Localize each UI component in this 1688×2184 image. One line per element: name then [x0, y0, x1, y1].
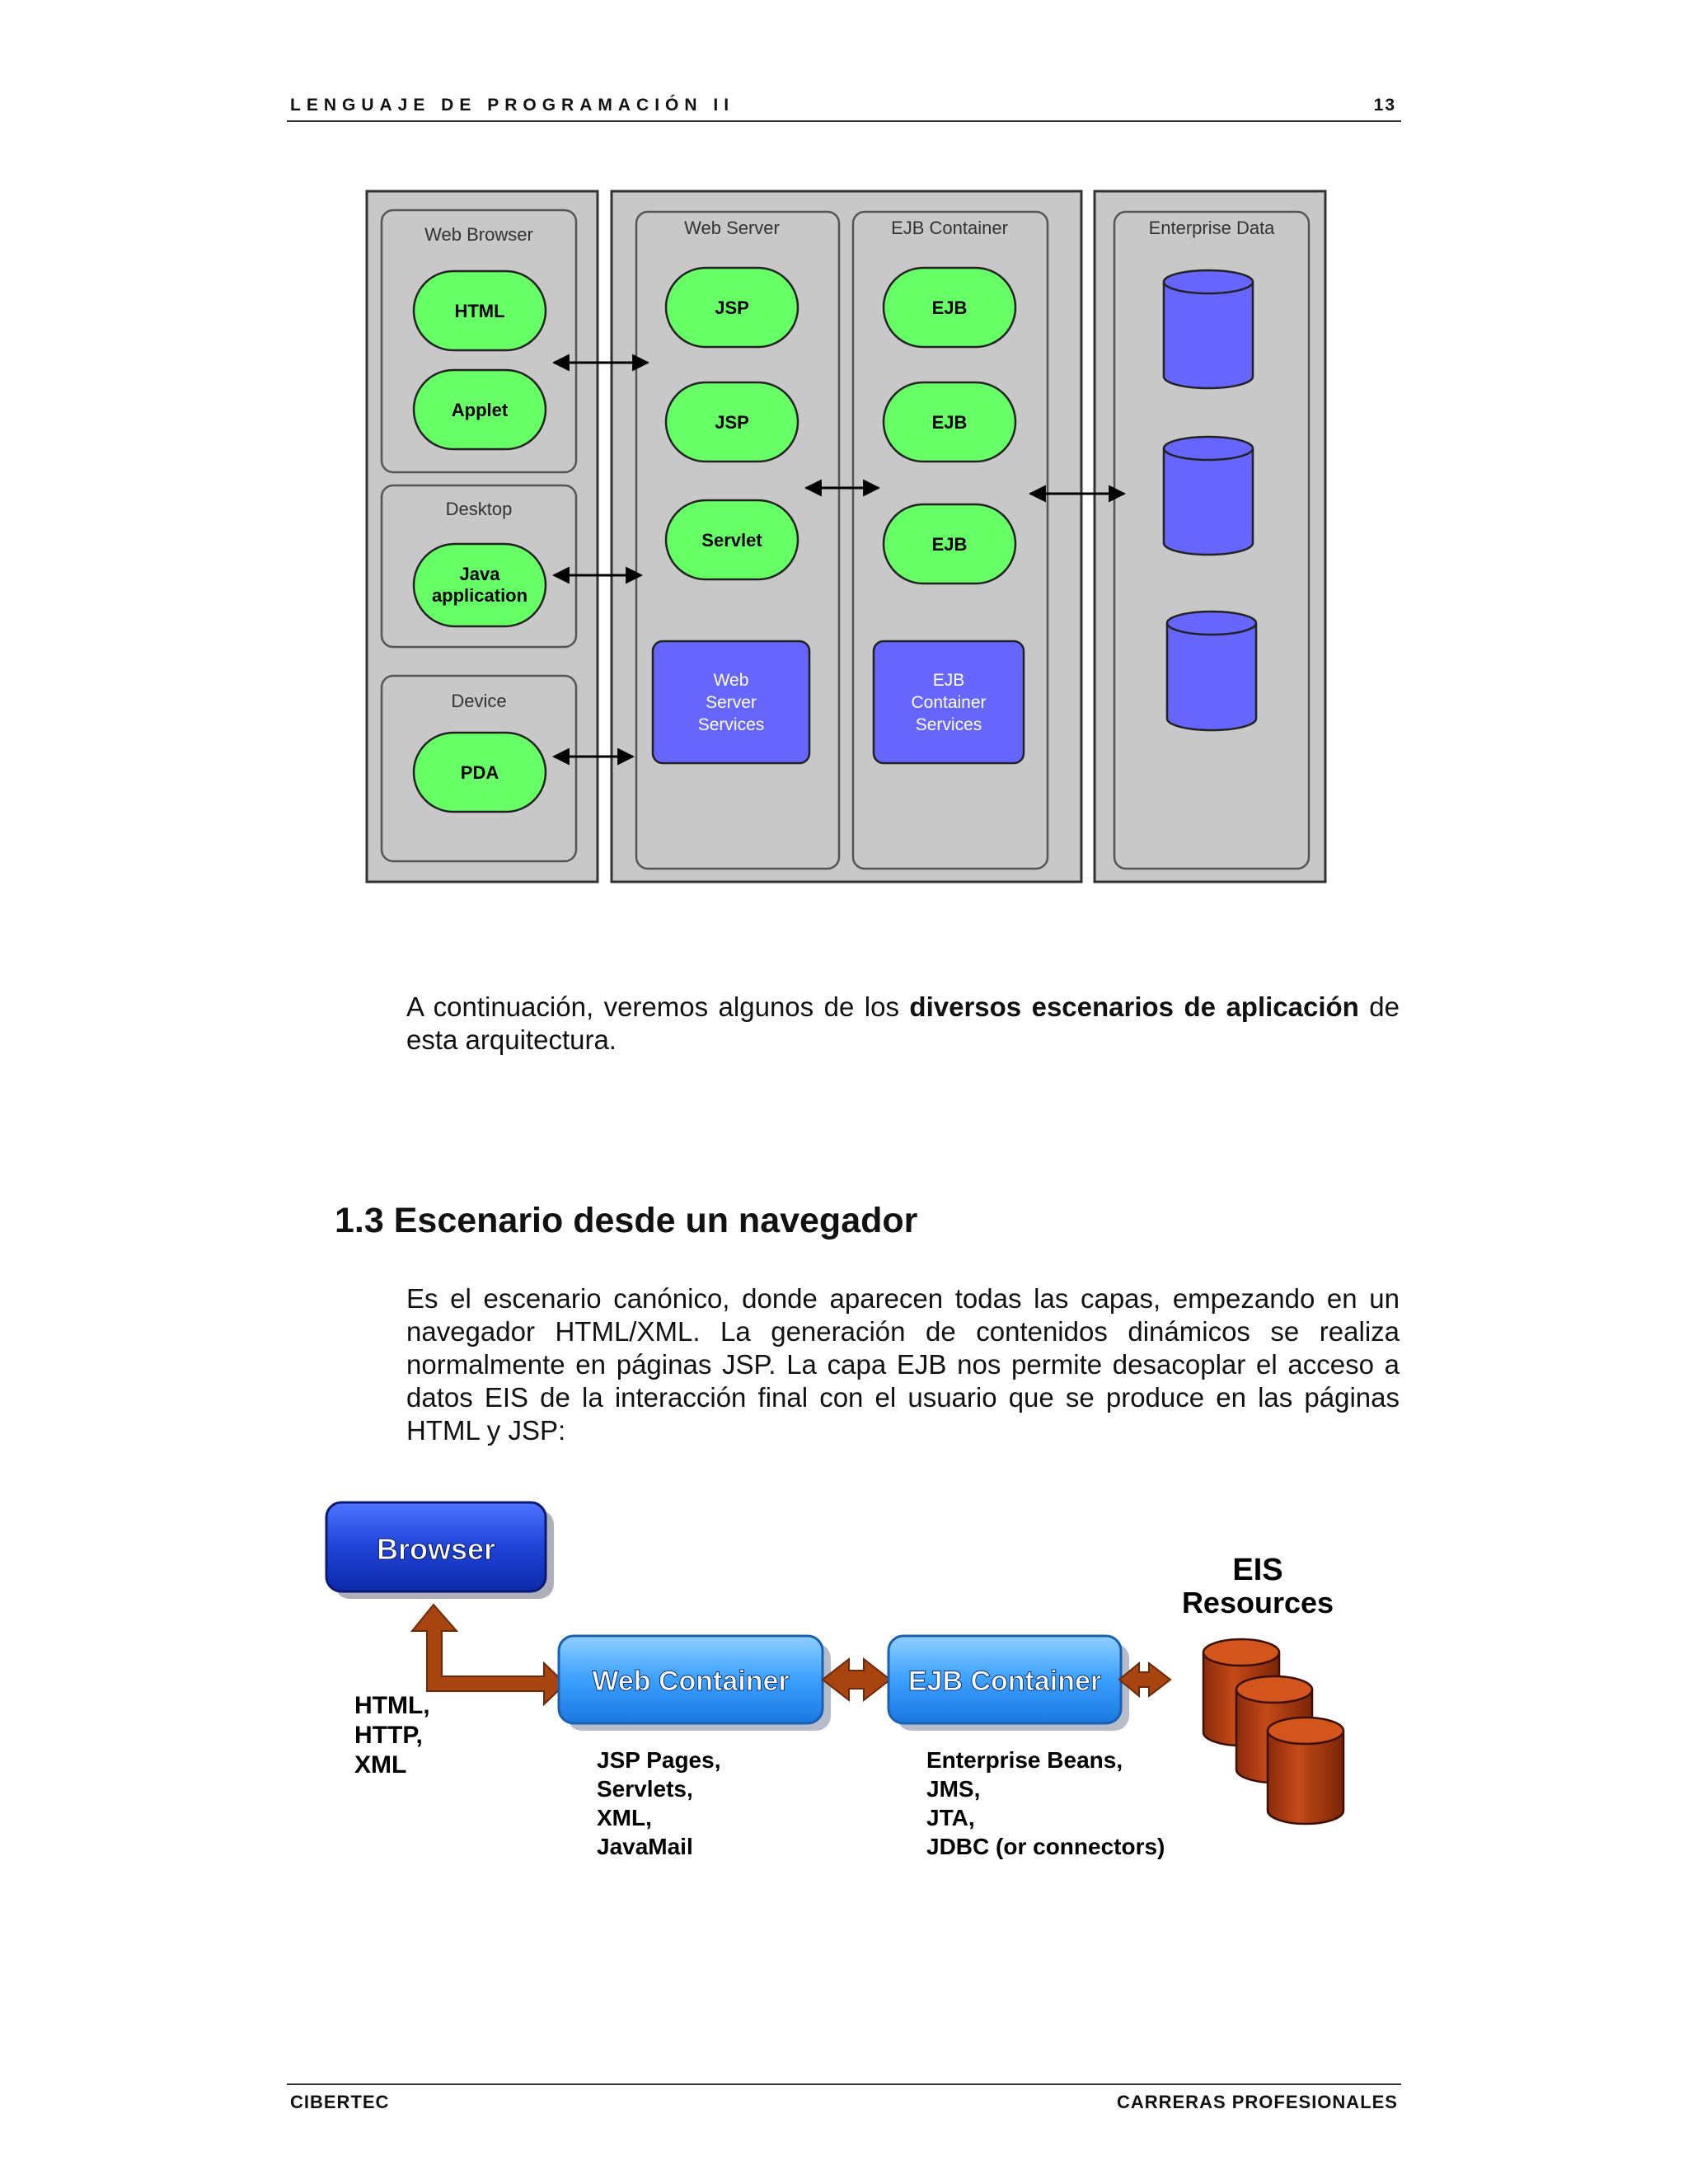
- svg-text:Java: Java: [460, 564, 501, 584]
- eis-label: EIS: [1232, 1553, 1282, 1587]
- arrow-web-ejb: [821, 1657, 892, 1703]
- web-server-services: Web Server Services: [651, 640, 811, 765]
- arrow-ejb-eis: [1118, 1661, 1172, 1699]
- svg-text:PDA: PDA: [461, 762, 499, 783]
- database-icon: [1162, 269, 1254, 390]
- svg-text:Applet: Applet: [452, 400, 509, 420]
- section-paragraph: Es el escenario canónico, donde aparecen…: [406, 1283, 1400, 1446]
- footer-rule: [287, 2083, 1401, 2085]
- ejb-container-node: EJB Container: [887, 1634, 1129, 1731]
- web-container-node: Web Container: [557, 1634, 831, 1731]
- database-icon: [1266, 1716, 1345, 1825]
- intro-emphasis: diversos escenarios de aplicación: [909, 991, 1359, 1022]
- svg-text:application: application: [432, 585, 528, 606]
- svg-text:Browser: Browser: [377, 1532, 495, 1566]
- protocol-http: HTTP,: [354, 1722, 423, 1749]
- svg-text:Servlet: Servlet: [701, 530, 762, 551]
- j2ee-architecture-diagram: Web Browser Desktop Device Web Server EJ…: [365, 190, 1327, 883]
- arrow-browser-web: [410, 1603, 567, 1707]
- database-icon: [1165, 610, 1258, 732]
- svg-text:Web: Web: [714, 671, 749, 690]
- ejb-item-jdbc: JDBC (or connectors): [926, 1834, 1165, 1859]
- component-servlet: Servlet: [664, 499, 799, 581]
- component-ejb-3: EJB: [882, 503, 1017, 585]
- running-header-title: LENGUAJE DE PROGRAMACIÓN II: [290, 96, 735, 115]
- web-server-title: Web Server: [684, 218, 780, 238]
- web-item-servlets: Servlets,: [597, 1776, 693, 1802]
- ejb-item-jms: JMS,: [926, 1776, 980, 1802]
- eis-resources-label: Resources: [1182, 1586, 1334, 1619]
- enterprise-data-title: Enterprise Data: [1149, 218, 1276, 238]
- component-ejb-1: EJB: [882, 266, 1017, 349]
- ejb-container-services: EJB Container Services: [872, 640, 1025, 765]
- svg-text:Web Container: Web Container: [592, 1666, 789, 1697]
- browser-node: Browser: [325, 1501, 554, 1599]
- intro-paragraph: A continuación, veremos algunos de los d…: [406, 991, 1400, 1057]
- svg-text:EJB Container: EJB Container: [908, 1666, 1101, 1697]
- section-heading: 1.3 Escenario desde un navegador: [335, 1201, 918, 1240]
- svg-text:EJB: EJB: [932, 298, 968, 318]
- footer-program: CARRERAS PROFESIONALES: [1116, 2092, 1398, 2112]
- svg-text:JSP: JSP: [715, 298, 749, 318]
- svg-text:HTML: HTML: [454, 301, 504, 321]
- svg-text:Container: Container: [911, 693, 986, 712]
- footer-institution: CIBERTEC: [290, 2092, 390, 2112]
- web-browser-title: Web Browser: [424, 224, 533, 245]
- svg-text:JSP: JSP: [715, 412, 749, 433]
- ejb-container-title: EJB Container: [891, 218, 1008, 238]
- svg-text:Services: Services: [916, 715, 982, 734]
- web-item-xml: XML,: [597, 1805, 652, 1830]
- intro-text: A continuación, veremos algunos de los: [406, 991, 910, 1022]
- web-item-jsp: JSP Pages,: [597, 1747, 720, 1773]
- protocol-xml: XML: [354, 1751, 406, 1779]
- component-jsp-2: JSP: [664, 381, 799, 463]
- ejb-item-jta: JTA,: [926, 1805, 975, 1830]
- component-applet: Applet: [412, 368, 547, 451]
- component-java-application: Java application: [412, 542, 547, 628]
- svg-text:EJB: EJB: [933, 671, 965, 690]
- intro-text-end: de esta arquitectura.: [406, 991, 1400, 1055]
- database-icon: [1162, 435, 1254, 556]
- component-ejb-2: EJB: [882, 381, 1017, 463]
- svg-text:Server: Server: [706, 693, 757, 712]
- component-html: HTML: [412, 269, 547, 352]
- svg-text:Services: Services: [698, 715, 765, 734]
- web-item-javamail: JavaMail: [597, 1834, 693, 1859]
- ejb-item-beans: Enterprise Beans,: [926, 1747, 1123, 1773]
- component-pda: PDA: [412, 731, 547, 813]
- desktop-title: Desktop: [446, 499, 513, 519]
- header-rule: [287, 120, 1401, 122]
- component-jsp-1: JSP: [664, 266, 799, 349]
- protocol-html: HTML,: [354, 1692, 430, 1719]
- device-title: Device: [451, 691, 506, 711]
- svg-text:EJB: EJB: [932, 412, 968, 433]
- svg-text:EJB: EJB: [932, 534, 968, 555]
- page-number: 13: [1373, 96, 1396, 115]
- browser-scenario-diagram: Browser HTML, HTTP, XML Web Container JS…: [325, 1501, 1345, 1859]
